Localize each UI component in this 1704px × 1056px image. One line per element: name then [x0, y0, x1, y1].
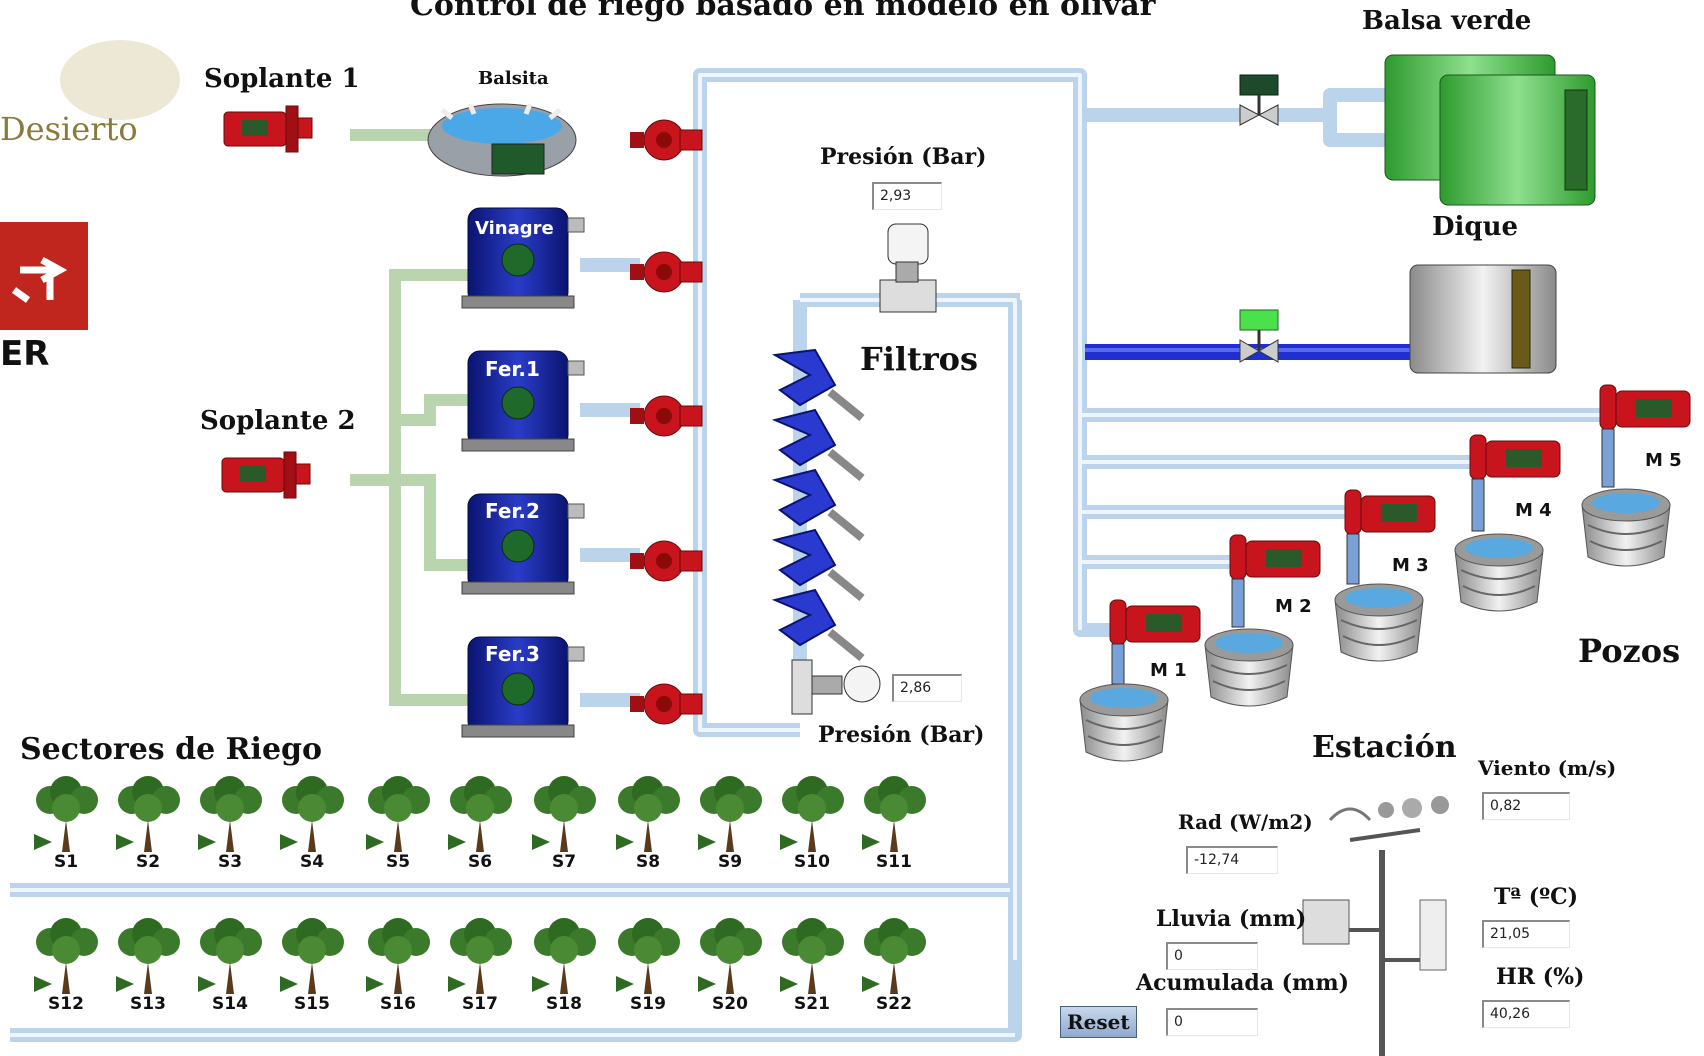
balsita-tank[interactable]	[427, 103, 577, 177]
motor-m3-label: M 3	[1392, 555, 1429, 576]
well-1	[1079, 683, 1169, 762]
sector-label[interactable]: S20	[712, 994, 748, 1014]
fer3-tank[interactable]	[461, 636, 585, 738]
station-title: Estación	[1312, 730, 1457, 765]
lluvia-label: Lluvia (mm)	[1156, 906, 1307, 932]
well-2	[1204, 628, 1294, 707]
viento-value: 0,82	[1482, 792, 1570, 820]
sector-label[interactable]: S10	[794, 852, 830, 872]
vinagre-pump[interactable]	[629, 251, 703, 293]
well-4	[1454, 533, 1544, 612]
balsita-label: Balsita	[478, 68, 549, 89]
desierto-logo	[60, 40, 180, 120]
fer1-tank[interactable]	[461, 350, 585, 452]
sector-label[interactable]: S7	[551, 852, 577, 872]
sectors-title: Sectores de Riego	[20, 732, 323, 767]
motor-m4[interactable]	[1469, 434, 1561, 480]
page-title: Control de riego basado en modelo en oli…	[410, 0, 1156, 23]
motor-m3[interactable]	[1344, 489, 1436, 535]
pressure-sensor-top	[879, 223, 937, 313]
sector-label[interactable]: S22	[876, 994, 912, 1014]
viento-label: Viento (m/s)	[1478, 756, 1617, 780]
balsa-verde-valve[interactable]	[1239, 74, 1279, 126]
fer3-pump[interactable]	[629, 683, 703, 725]
balsa-verde-label: Balsa verde	[1362, 6, 1532, 36]
balsita-pump[interactable]	[629, 119, 703, 161]
motor-m5[interactable]	[1599, 384, 1691, 430]
sector-label[interactable]: S17	[462, 994, 498, 1014]
reset-button[interactable]: Reset	[1060, 1006, 1137, 1038]
fer2-tank[interactable]	[461, 493, 585, 595]
sector-label[interactable]: S13	[130, 994, 166, 1014]
soplante-2-pump[interactable]	[221, 451, 311, 499]
soplante-1-pump[interactable]	[223, 105, 313, 153]
pozos-label: Pozos	[1578, 632, 1681, 670]
pressure-top-value: 2,93	[872, 182, 942, 210]
sector-label[interactable]: S16	[380, 994, 416, 1014]
sector-label[interactable]: S9	[717, 852, 743, 872]
lluvia-value: 0	[1166, 942, 1258, 970]
well-5	[1581, 488, 1671, 567]
fer2-pump[interactable]	[629, 540, 703, 582]
sector-label[interactable]: S3	[217, 852, 243, 872]
balsa-verde-tank[interactable]	[1384, 54, 1596, 206]
sector-trees-row-2	[32, 916, 928, 996]
institution-logo-text: ER	[0, 334, 50, 374]
sector-label[interactable]: S14	[212, 994, 248, 1014]
desierto-logo-text: Desierto	[0, 110, 138, 148]
filters-assembly[interactable]	[771, 348, 865, 662]
motor-m4-label: M 4	[1515, 500, 1552, 521]
sector-label[interactable]: S18	[546, 994, 582, 1014]
sector-label[interactable]: S2	[135, 852, 161, 872]
sector-label[interactable]: S12	[48, 994, 84, 1014]
motor-m1[interactable]	[1109, 599, 1201, 645]
pressure-bottom-label: Presión (Bar)	[818, 722, 985, 748]
sector-label[interactable]: S8	[635, 852, 661, 872]
pressure-sensor-bottom	[791, 659, 881, 715]
vinagre-tank[interactable]	[461, 207, 585, 309]
hr-label: HR (%)	[1496, 964, 1585, 990]
air-pipes	[350, 129, 470, 706]
soplante-1-label: Soplante 1	[204, 64, 360, 94]
soplante-2-label: Soplante 2	[200, 406, 356, 436]
institution-logo	[0, 222, 88, 330]
well-3	[1334, 583, 1424, 662]
sector-label[interactable]: S19	[630, 994, 666, 1014]
sector-label[interactable]: S11	[876, 852, 912, 872]
sector-trees-row-1	[32, 774, 928, 854]
pressure-top-label: Presión (Bar)	[820, 144, 987, 170]
sector-label[interactable]: S4	[299, 852, 325, 872]
sector-label[interactable]: S21	[794, 994, 830, 1014]
dique-tank[interactable]	[1409, 264, 1557, 374]
acumulada-label: Acumulada (mm)	[1136, 970, 1350, 996]
motor-m2[interactable]	[1229, 534, 1321, 580]
motor-m1-label: M 1	[1150, 660, 1187, 681]
sector-label[interactable]: S15	[294, 994, 330, 1014]
rad-label: Rad (W/m2)	[1178, 810, 1313, 834]
motor-m5-label: M 5	[1645, 450, 1682, 471]
filtros-label: Filtros	[860, 340, 979, 378]
acumulada-value: 0	[1166, 1008, 1258, 1036]
fer1-pump[interactable]	[629, 395, 703, 437]
weather-station	[1302, 796, 1449, 1056]
pressure-bottom-value: 2,86	[892, 674, 962, 702]
sector-label[interactable]: S5	[385, 852, 411, 872]
temp-value: 21,05	[1482, 920, 1570, 948]
temp-label: Tª (ºC)	[1494, 884, 1579, 910]
motor-m2-label: M 2	[1275, 596, 1312, 617]
sector-label[interactable]: S6	[467, 852, 493, 872]
hr-value: 40,26	[1482, 1000, 1570, 1028]
dique-valve[interactable]	[1239, 309, 1279, 363]
dique-label: Dique	[1432, 212, 1519, 242]
rad-value: -12,74	[1186, 846, 1278, 874]
sector-label[interactable]: S1	[53, 852, 79, 872]
